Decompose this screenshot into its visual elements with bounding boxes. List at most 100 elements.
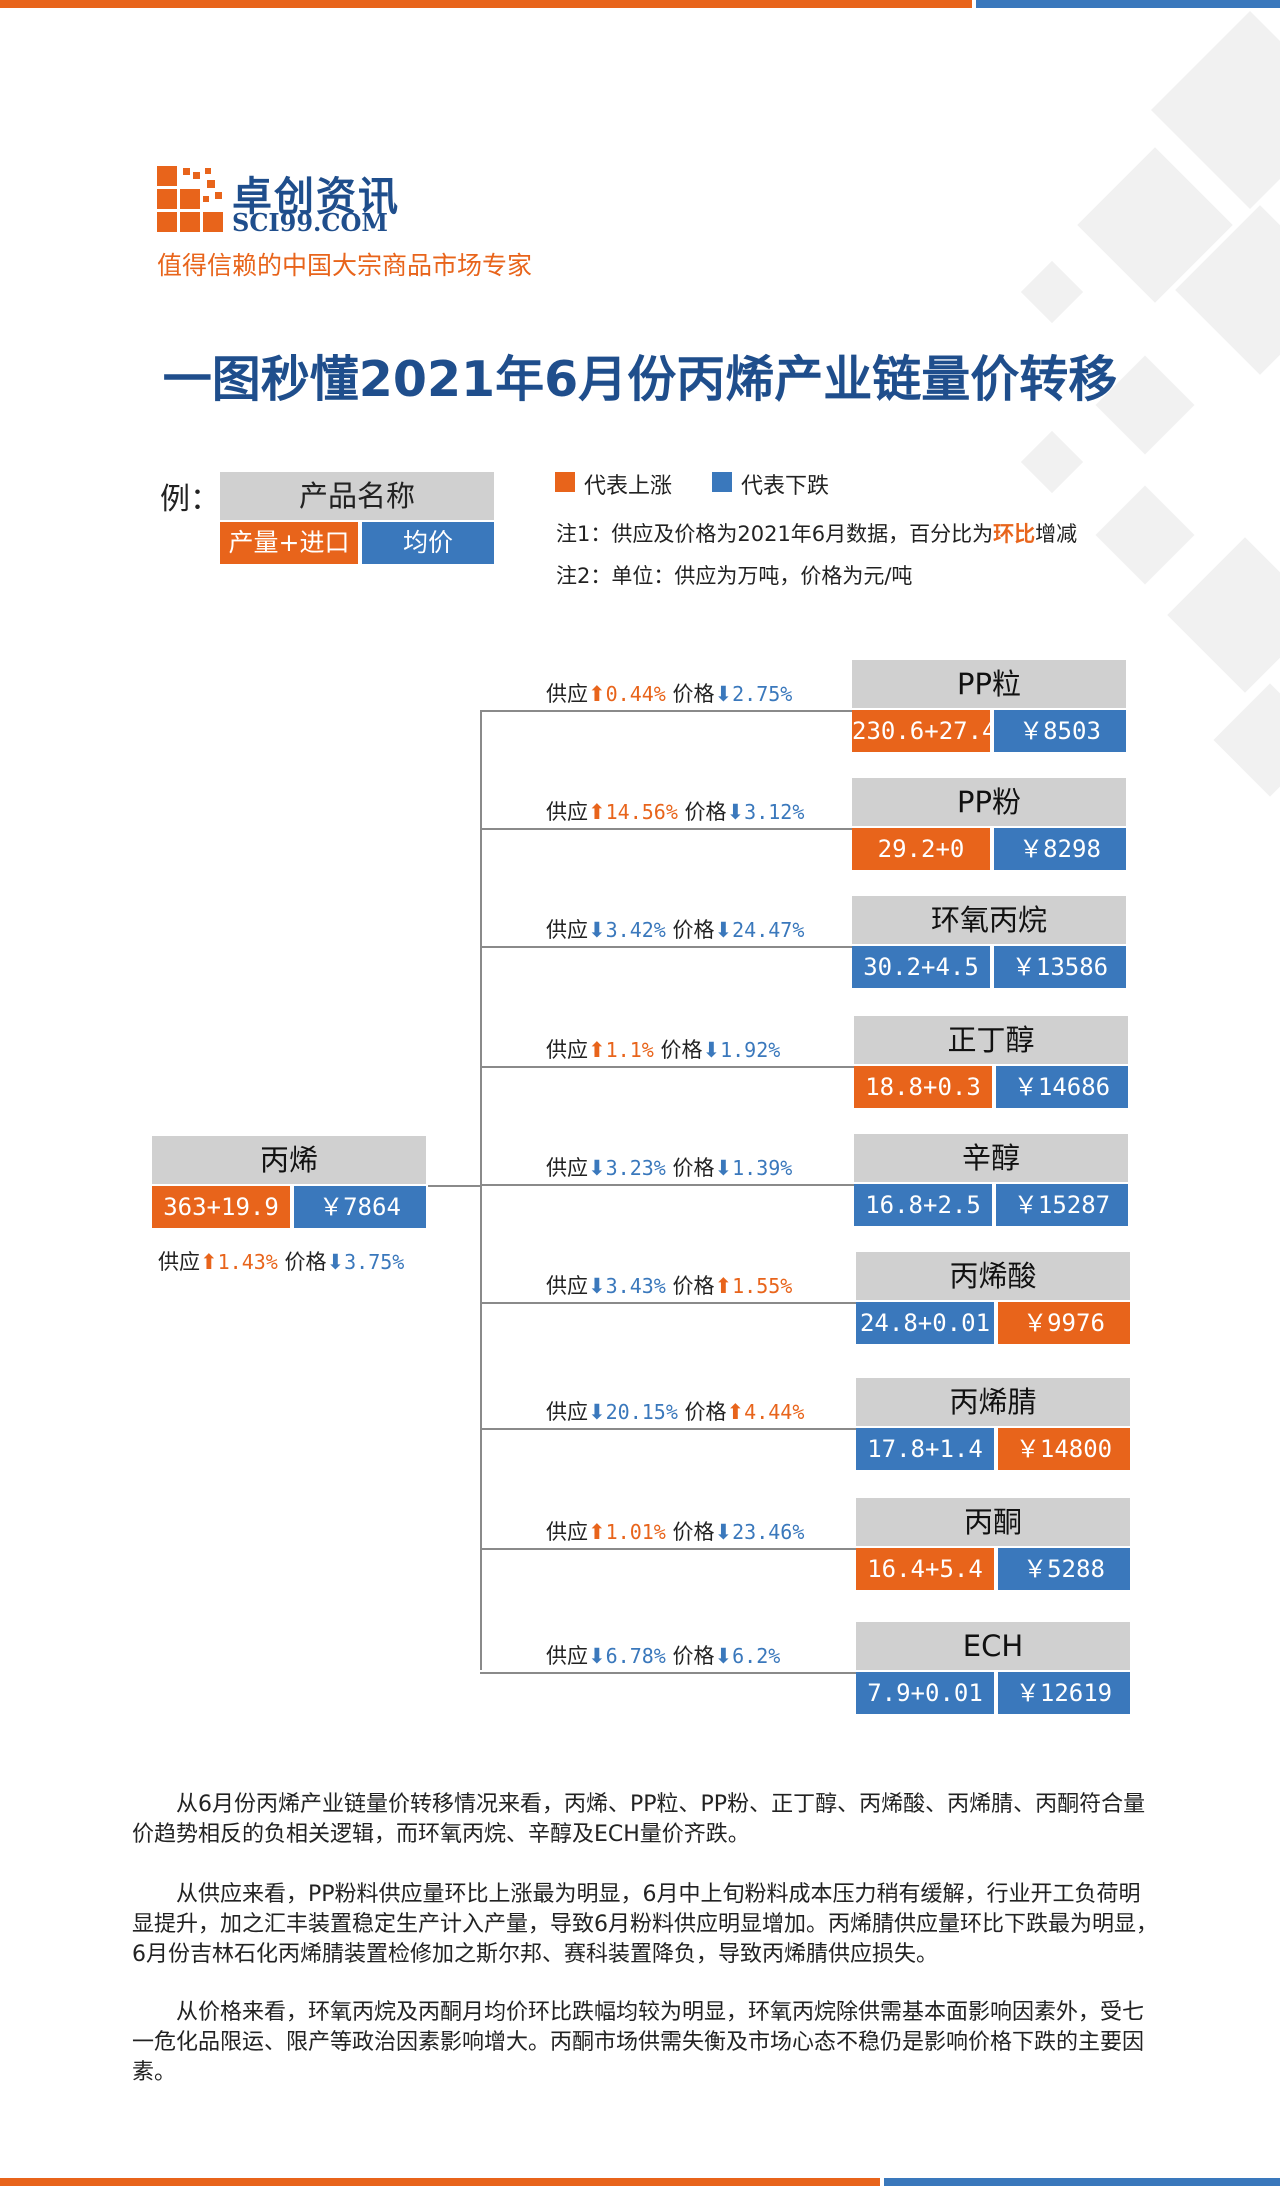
connector-branch [480, 1066, 854, 1068]
logo-name: 卓创资讯 [232, 174, 400, 220]
arrow-up-icon: ⬆ [588, 682, 606, 706]
supply-pct: 1.1% [605, 1038, 654, 1062]
product-name: 丙酮 [856, 1498, 1130, 1546]
supply-text: 供应 [546, 800, 588, 824]
arrow-down-icon: ⬇ [714, 1644, 733, 1668]
supply-pct: 3.43% [605, 1274, 666, 1298]
product-name: 丙烯酸 [856, 1252, 1130, 1300]
product-price: ￥14686 [996, 1066, 1128, 1108]
connector-branch [480, 1302, 856, 1304]
price-pct: 6.2% [732, 1644, 781, 1668]
root-price: ￥7864 [294, 1186, 426, 1228]
decor-diamond [1213, 683, 1280, 797]
arrow-down-icon: ⬇ [588, 1274, 606, 1298]
price-pct: 1.92% [720, 1038, 781, 1062]
supply-pct: 1.01% [605, 1520, 666, 1544]
product-price: ￥15287 [996, 1184, 1128, 1226]
product-supply: 30.2+4.5 [852, 946, 990, 988]
product-change-label: 供应⬆1.01% 价格⬇23.46% [546, 1516, 804, 1546]
supply-text: 供应 [546, 1038, 588, 1062]
connector-branch [480, 1184, 854, 1186]
product-price: ￥8503 [994, 710, 1126, 752]
product-price: ￥8298 [994, 828, 1126, 870]
product-supply: 29.2+0 [852, 828, 990, 870]
supply-pct: 0.44% [605, 682, 666, 706]
arrow-down-icon: ⬇ [714, 1520, 733, 1544]
product-supply: 16.8+2.5 [854, 1184, 992, 1226]
arrow-up-icon: ⬆ [726, 1400, 745, 1424]
root-name: 丙烯 [152, 1136, 426, 1184]
product-change-label: 供应⬆1.1% 价格⬇1.92% [546, 1034, 780, 1064]
product-supply: 230.6+27.4 [852, 710, 997, 752]
page-title: 一图秒懂2021年6月份丙烯产业链量价转移 [162, 351, 1118, 408]
arrow-up-icon: ⬆ [714, 1274, 733, 1298]
product-change-label: 供应⬆0.44% 价格⬇2.75% [546, 678, 792, 708]
logo-domain: SCI99.COM [232, 208, 388, 237]
supply-pct: 20.15% [605, 1400, 678, 1424]
price-text: 价格 [684, 800, 727, 824]
paragraph-summary: 从6月份丙烯产业链量价转移情况来看，丙烯、PP粒、PP粉、正丁醇、丙烯酸、丙烯腈… [132, 1792, 1146, 1847]
bottom-accent-bar-orange [0, 2178, 880, 2186]
arrow-up-icon: ⬆ [200, 1250, 218, 1274]
price-pct: 24.47% [732, 918, 805, 942]
connector-trunk [480, 712, 482, 1670]
arrow-down-icon: ⬇ [588, 1156, 606, 1180]
legend-product-name: 产品名称 [220, 472, 494, 520]
connector-branch [480, 1672, 856, 1674]
down-key-swatch [712, 472, 732, 492]
top-accent-bar-blue [976, 0, 1280, 8]
product-name: 环氧丙烷 [852, 896, 1126, 944]
product-change-label: 供应⬇3.43% 价格⬆1.55% [546, 1270, 792, 1300]
supply-pct: 14.56% [605, 800, 678, 824]
root-price-text: 价格 [284, 1250, 327, 1274]
note-1: 注1：供应及价格为2021年6月数据，百分比为环比增减 [556, 518, 1077, 548]
product-supply: 16.4+5.4 [856, 1548, 994, 1590]
top-accent-bar-orange [0, 0, 972, 8]
arrow-down-icon: ⬇ [714, 918, 733, 942]
root-supply-text: 供应 [158, 1250, 200, 1274]
price-text: 价格 [660, 1038, 703, 1062]
arrow-down-icon: ⬇ [588, 1400, 606, 1424]
product-price: ￥9976 [998, 1302, 1130, 1344]
product-name: 辛醇 [854, 1134, 1128, 1182]
root-supply: 363+19.9 [152, 1186, 290, 1228]
decor-diamond [1020, 430, 1084, 494]
arrow-up-icon: ⬆ [588, 1520, 606, 1544]
connector-branch [480, 1548, 856, 1550]
supply-text: 供应 [546, 682, 588, 706]
price-text: 价格 [672, 1274, 715, 1298]
product-price: ￥12619 [998, 1672, 1130, 1714]
root-change-label: 供应⬆1.43% 价格⬇3.75% [158, 1246, 404, 1276]
arrow-up-icon: ⬆ [588, 1038, 606, 1062]
legend-supply-label: 产量+进口 [220, 522, 358, 564]
decor-diamond [1167, 537, 1280, 693]
arrow-down-icon: ⬇ [726, 800, 745, 824]
arrow-down-icon: ⬇ [588, 918, 606, 942]
supply-text: 供应 [546, 1274, 588, 1298]
product-change-label: 供应⬆14.56% 价格⬇3.12% [546, 796, 804, 826]
price-pct: 4.44% [744, 1400, 805, 1424]
product-name: 丙烯腈 [856, 1378, 1130, 1426]
note-2: 注2：单位：供应为万吨，价格为元/吨 [556, 564, 913, 588]
connector-branch [480, 710, 852, 712]
price-pct: 23.46% [732, 1520, 805, 1544]
price-pct: 3.12% [744, 800, 805, 824]
bottom-accent-bar-blue [884, 2178, 1280, 2186]
note-1-highlight: 环比 [993, 522, 1036, 546]
supply-pct: 3.23% [605, 1156, 666, 1180]
supply-text: 供应 [546, 918, 588, 942]
supply-text: 供应 [546, 1156, 588, 1180]
note-1-suffix: 增减 [1035, 522, 1078, 546]
price-pct: 1.55% [732, 1274, 793, 1298]
product-price: ￥14800 [998, 1428, 1130, 1470]
supply-text: 供应 [546, 1644, 588, 1668]
product-price: ￥13586 [994, 946, 1126, 988]
product-supply: 17.8+1.4 [856, 1428, 994, 1470]
example-label: 例： [160, 482, 220, 517]
legend-price-label: 均价 [362, 522, 494, 564]
product-change-label: 供应⬇3.23% 价格⬇1.39% [546, 1152, 792, 1182]
arrow-down-icon: ⬇ [326, 1250, 345, 1274]
price-pct: 1.39% [732, 1156, 793, 1180]
connector-branch [480, 1428, 856, 1430]
price-text: 价格 [672, 1520, 715, 1544]
